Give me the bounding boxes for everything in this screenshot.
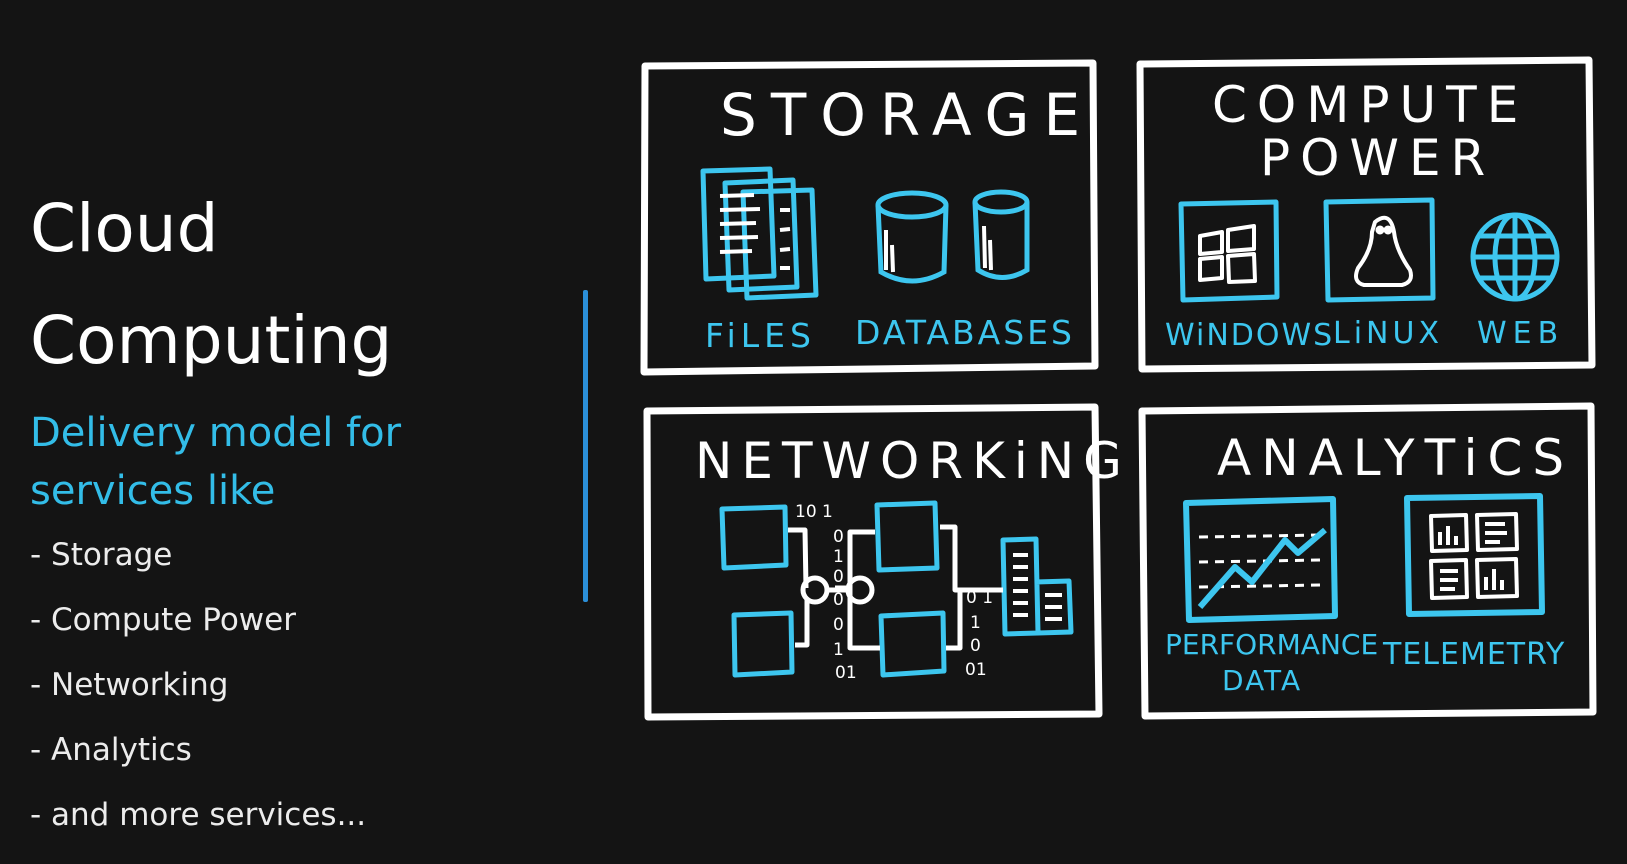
left-text-panel: Cloud Computing Delivery model for servi… <box>30 0 550 864</box>
database-icon-small <box>972 189 1030 280</box>
binary-digit: 01 <box>965 660 987 680</box>
binary-digits: 10 1 0 1 0 0 0 1 01 0 1 1 0 01 <box>795 502 993 683</box>
globe-icon <box>1470 212 1560 302</box>
network-node-4 <box>878 610 947 678</box>
binary-digit: 10 1 <box>795 502 833 522</box>
networking-panel-frame <box>643 403 1103 721</box>
compute-title-line-2: POWER <box>1260 129 1495 187</box>
storage-panel-frame <box>640 59 1099 376</box>
bullet-analytics: - Analytics <box>30 732 192 768</box>
databases-label: DATABASES <box>855 313 1075 352</box>
bullet-networking: - Networking <box>30 667 229 703</box>
binary-digit: 0 <box>833 567 844 587</box>
network-diagram <box>719 500 1074 678</box>
title-line-2: Computing <box>30 302 393 379</box>
subtitle-line-1: Delivery model for <box>30 410 402 456</box>
storage-title: STORAGE <box>720 81 1094 149</box>
linux-icon <box>1323 197 1436 303</box>
compute-title-line-1: COMPUTE <box>1212 76 1528 134</box>
linux-label: LiNUX <box>1333 316 1443 351</box>
windows-icon <box>1178 199 1280 303</box>
network-node-1 <box>719 504 789 571</box>
binary-digit: 1 <box>833 640 844 660</box>
title-line-1: Cloud <box>30 190 219 267</box>
binary-digit: 0 <box>833 527 844 547</box>
analytics-title: ANALYTiCS <box>1217 429 1574 487</box>
binary-digit: 1 <box>833 547 844 567</box>
database-icon <box>875 190 949 284</box>
telemetry-label: TELEMETRY <box>1382 637 1565 672</box>
performance-label-line-2: DATA <box>1222 664 1302 697</box>
binary-digit: 0 <box>833 615 844 635</box>
performance-label-line-1: PERFORMANCE <box>1165 628 1378 661</box>
analytics-panel-frame <box>1138 402 1597 720</box>
binary-digit: 1 <box>970 613 981 633</box>
network-server-rack <box>1000 536 1074 637</box>
bullet-storage: - Storage <box>30 537 173 573</box>
telemetry-dashboard-icon <box>1404 493 1545 617</box>
binary-digit: 0 1 <box>966 588 993 608</box>
bullet-compute-power: - Compute Power <box>30 602 296 638</box>
windows-label: WiNDOWS <box>1165 318 1334 353</box>
networking-title: NETWORKiNG <box>695 432 1131 490</box>
binary-digit: 0 <box>970 636 981 656</box>
files-label: FiLES <box>705 316 816 355</box>
files-icon <box>700 166 819 301</box>
binary-digit: 0 <box>833 590 844 610</box>
vertical-divider <box>583 290 588 602</box>
performance-chart-icon <box>1183 496 1338 623</box>
compute-panel-frame <box>1136 56 1596 373</box>
subtitle-line-2: services like <box>30 468 276 514</box>
network-node-2 <box>731 610 795 678</box>
web-label: WEB <box>1477 316 1564 351</box>
network-node-3 <box>874 500 940 573</box>
bullet-more-services: - and more services... <box>30 797 367 833</box>
binary-digit: 01 <box>835 663 857 683</box>
